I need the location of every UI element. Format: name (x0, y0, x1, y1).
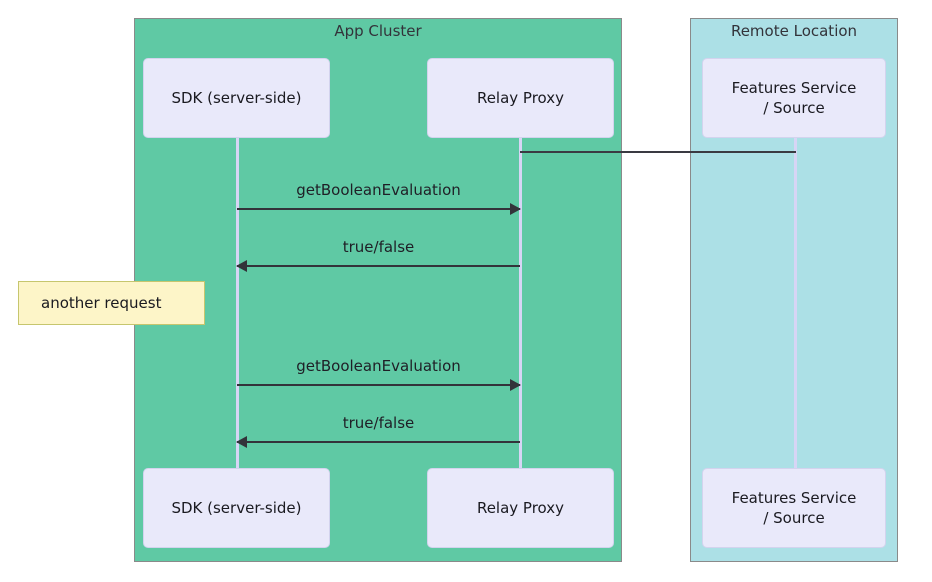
message-arrow-get-boolean-evaluation-2 (237, 384, 520, 386)
message-label-get-boolean-evaluation-1: getBooleanEvaluation (296, 181, 461, 199)
participant-relay-proxy-top[interactable]: Relay Proxy (427, 58, 614, 138)
cluster-app-cluster-title: App Cluster (334, 22, 422, 40)
participant-relay-proxy-bottom-label: Relay Proxy (476, 498, 565, 517)
message-label-true-false-1: true/false (342, 238, 415, 256)
lifeline-relay-proxy (519, 138, 522, 470)
message-arrow-get-boolean-evaluation-1 (237, 208, 520, 210)
participant-sdk-top[interactable]: SDK (server-side) (143, 58, 330, 138)
message-label-true-false-2: true/false (342, 414, 415, 432)
participant-features-service-bottom-label-line2: / Source (763, 509, 825, 527)
link-relay-to-features-service (520, 151, 796, 153)
lifeline-sdk (236, 138, 239, 470)
participant-features-service-top-label-line1: Features Service (731, 78, 857, 97)
participant-sdk-top-label: SDK (server-side) (171, 88, 302, 107)
participant-sdk-bottom-label: SDK (server-side) (171, 498, 302, 517)
participant-features-service-top[interactable]: Features Service / Source (702, 58, 886, 138)
note-another-request-label: another request (41, 294, 162, 312)
participant-features-service-bottom[interactable]: Features Service / Source (702, 468, 886, 548)
participant-sdk-bottom[interactable]: SDK (server-side) (143, 468, 330, 548)
participant-features-service-bottom-label-line1: Features Service (731, 488, 857, 507)
participant-features-service-top-label-line2: / Source (763, 99, 825, 117)
note-another-request: another request (18, 281, 205, 325)
message-label-get-boolean-evaluation-2: getBooleanEvaluation (296, 357, 461, 375)
participant-relay-proxy-top-label: Relay Proxy (476, 88, 565, 107)
message-arrow-true-false-2 (237, 441, 520, 443)
lifeline-features-service (794, 138, 797, 470)
cluster-remote-location-title: Remote Location (730, 22, 858, 40)
participant-relay-proxy-bottom[interactable]: Relay Proxy (427, 468, 614, 548)
message-arrow-true-false-1 (237, 265, 520, 267)
